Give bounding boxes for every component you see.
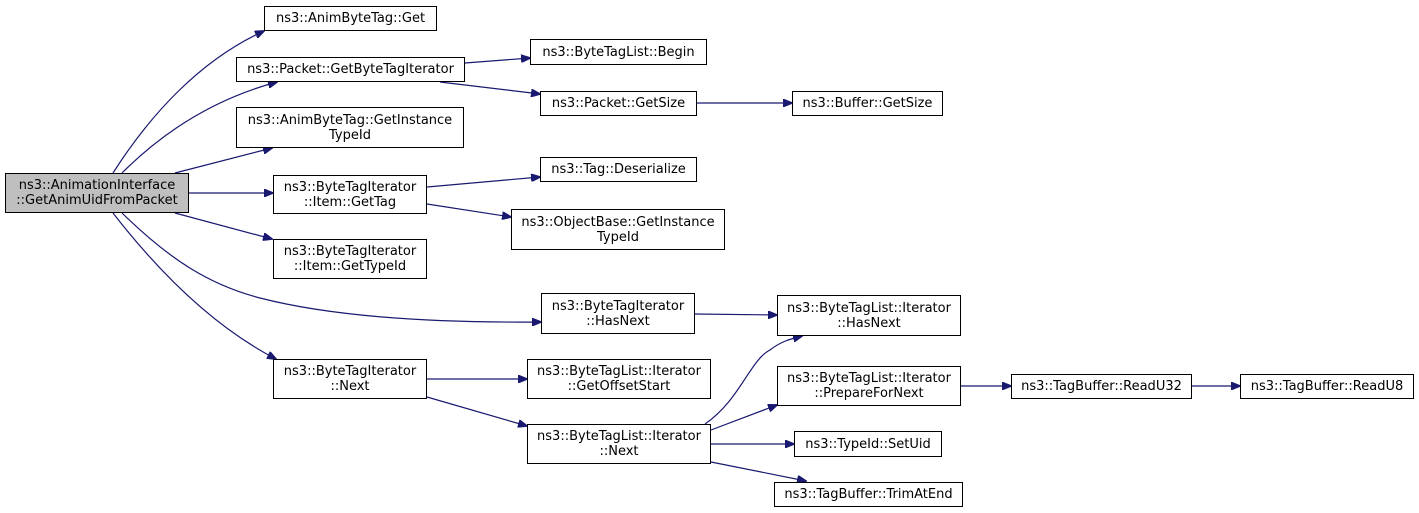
node-btli-hasnext-line-1: ns3::ByteTagList::Iterator	[787, 300, 951, 316]
node-item-gettag[interactable]: ns3::ByteTagIterator ::Item::GetTag	[273, 175, 427, 214]
edge-btli-next-to-btli-prep	[710, 405, 777, 431]
node-root-line-1: ns3::AnimationInterface	[18, 178, 176, 193]
node-btli-offset-line-2: ::GetOffsetStart	[567, 379, 671, 394]
node-btli-prep-line-1: ns3::ByteTagList::Iterator	[787, 371, 951, 386]
node-item-typeid[interactable]: ns3::ByteTagIterator ::Item::GetTypeId	[273, 239, 427, 279]
node-btli-offset[interactable]: ns3::ByteTagList::Iterator ::GetOffsetSt…	[527, 359, 711, 399]
node-anim-tid[interactable]: ns3::AnimByteTag::GetInstance TypeId	[236, 107, 464, 148]
edge-btli-next-to-btli-hasnext	[704, 336, 802, 425]
node-btli-prep[interactable]: ns3::ByteTagList::Iterator ::PrepareForN…	[777, 366, 961, 406]
node-bti-next-line-1: ns3::ByteTagIterator	[283, 364, 417, 379]
node-tb-readu8[interactable]: ns3::TagBuffer::ReadU8	[1240, 374, 1414, 399]
node-item-gettag-line-2: ::Item::GetTag	[303, 194, 397, 210]
node-anim-get-label: ns3::AnimByteTag::Get	[275, 11, 426, 26]
node-tb-trim-label: ns3::TagBuffer::TrimAtEnd	[784, 487, 953, 502]
node-tb-readu32[interactable]: ns3::TagBuffer::ReadU32	[1011, 374, 1192, 399]
node-pkt-iter[interactable]: ns3::Packet::GetByteTagIterator	[236, 57, 465, 82]
edge-root-to-anim-get	[112, 31, 264, 174]
node-pkt-iter-label: ns3::Packet::GetByteTagIterator	[247, 62, 454, 77]
edge-root-to-bti-next	[112, 212, 276, 359]
node-anim-tid-line-1: ns3::AnimByteTag::GetInstance	[247, 112, 453, 128]
edge-bti-next-to-btli-next	[426, 396, 527, 426]
node-tid-setuid[interactable]: ns3::TypeId::SetUid	[794, 431, 942, 457]
node-bti-next[interactable]: ns3::ByteTagIterator ::Next	[273, 359, 427, 399]
node-tag-deser[interactable]: ns3::Tag::Deserialize	[540, 157, 697, 182]
node-item-gettag-line-1: ns3::ByteTagIterator	[283, 179, 417, 195]
node-root-line-2: ::GetAnimUidFromPacket	[16, 193, 178, 208]
edge-root-to-item-typeid	[174, 212, 272, 239]
edge-root-to-bti-hasnext	[121, 212, 541, 322]
node-tid-setuid-label: ns3::TypeId::SetUid	[805, 436, 931, 452]
node-root: ns3::AnimationInterface ::GetAnimUidFrom…	[5, 173, 189, 213]
node-btli-next-line-2: ::Next	[599, 444, 639, 459]
node-ob-tid-line-2: TypeId	[597, 229, 639, 245]
node-btl-begin-label: ns3::ByteTagList::Begin	[542, 44, 695, 60]
node-anim-tid-line-2: TypeId	[329, 127, 371, 143]
node-bti-hasnext[interactable]: ns3::ByteTagIterator ::HasNext	[541, 293, 695, 334]
edge-root-to-anim-tid	[174, 148, 272, 174]
edge-btli-next-to-tb-trim	[710, 461, 806, 481]
node-btli-next-line-1: ns3::ByteTagList::Iterator	[537, 429, 701, 444]
node-item-typeid-line-1: ns3::ByteTagIterator	[283, 244, 417, 259]
edge-item-gettag-to-ob-tid	[426, 203, 511, 217]
edge-pkt-iter-to-pkt-size	[439, 81, 540, 94]
node-bti-hasnext-line-2: ::HasNext	[586, 313, 650, 329]
node-tag-deser-label: ns3::Tag::Deserialize	[551, 162, 686, 177]
node-tb-readu32-label: ns3::TagBuffer::ReadU32	[1021, 379, 1182, 394]
node-btl-begin[interactable]: ns3::ByteTagList::Begin	[530, 39, 707, 65]
node-item-typeid-line-2: ::Item::GetTypeId	[293, 259, 407, 274]
node-btli-next[interactable]: ns3::ByteTagList::Iterator ::Next	[527, 424, 711, 464]
node-pkt-size-label: ns3::Packet::GetSize	[551, 96, 686, 111]
node-btli-hasnext[interactable]: ns3::ByteTagList::Iterator ::HasNext	[777, 295, 961, 336]
node-buf-size-label: ns3::Buffer::GetSize	[802, 96, 933, 111]
node-bti-hasnext-line-1: ns3::ByteTagIterator	[551, 298, 685, 314]
node-pkt-size[interactable]: ns3::Packet::GetSize	[540, 91, 697, 116]
edge-item-gettag-to-tag-deser	[426, 177, 540, 188]
node-btli-prep-line-2: ::PrepareForNext	[814, 386, 924, 401]
edge-bti-hasnext-to-btli-hasnext	[694, 314, 777, 315]
node-bti-next-line-2: ::Next	[330, 379, 370, 394]
edge-root-to-pkt-iter	[121, 82, 277, 174]
node-btli-offset-line-1: ns3::ByteTagList::Iterator	[537, 364, 701, 379]
node-btli-hasnext-line-2: ::HasNext	[837, 315, 901, 331]
node-tb-readu8-label: ns3::TagBuffer::ReadU8	[1250, 379, 1404, 394]
node-anim-get[interactable]: ns3::AnimByteTag::Get	[264, 6, 437, 31]
node-ob-tid-line-1: ns3::ObjectBase::GetInstance	[521, 214, 715, 230]
node-ob-tid[interactable]: ns3::ObjectBase::GetInstance TypeId	[511, 209, 725, 250]
node-tb-trim[interactable]: ns3::TagBuffer::TrimAtEnd	[774, 482, 963, 507]
node-buf-size[interactable]: ns3::Buffer::GetSize	[792, 91, 943, 116]
edge-pkt-iter-to-btl-begin	[464, 58, 530, 64]
